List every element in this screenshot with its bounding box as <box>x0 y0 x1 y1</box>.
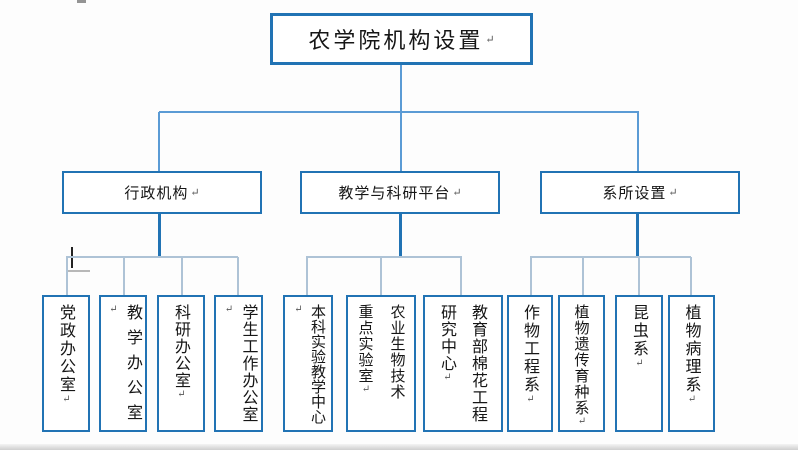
connector-branch1-drop <box>158 112 160 171</box>
leaf-label: 教育部棉花工程 研究中心↵ <box>438 304 488 423</box>
leaf-label: 农业生物技术 重点实验室↵ <box>356 304 407 400</box>
leaf-box-party-office[interactable]: 党政办公室↵ <box>42 295 90 432</box>
paragraph-mark: ↵ <box>293 304 304 315</box>
connector-branch3-drop <box>637 112 639 171</box>
branch-label: 教学与科研平台 <box>338 184 451 202</box>
paragraph-mark: ↵ <box>61 394 72 405</box>
paragraph-mark: ↵ <box>525 394 536 405</box>
connector-groupB-drop3 <box>460 257 462 295</box>
leaf-box-plant-genetics-breeding[interactable]: 植物遗传育种系↵ <box>558 295 605 432</box>
connector-groupB-horizontal <box>306 256 462 258</box>
connector-groupC-drop3 <box>638 257 640 295</box>
cursor-underline-artifact <box>68 270 90 272</box>
paragraph-mark: ↵ <box>668 186 678 199</box>
paragraph-mark: ↵ <box>176 389 187 400</box>
leaf-box-plant-pathology[interactable]: 植物病理系↵ <box>668 295 715 432</box>
connector-groupA-drop3 <box>181 257 183 295</box>
leaf-box-undergrad-teaching-center[interactable]: 本科实验教学中心↵ <box>283 295 333 432</box>
leaf-label: 教学办公室↵ <box>108 304 143 429</box>
branch-box-teaching-research[interactable]: 教学与科研平台↵ <box>300 171 500 214</box>
branch-label: 系所设置 <box>602 184 667 202</box>
paragraph-mark: ↵ <box>190 186 200 199</box>
title-box[interactable]: 农学院机构设置↵ <box>270 13 533 65</box>
connector-main-horizontal <box>159 111 639 113</box>
leaf-label: 本科实验教学中心↵ <box>293 304 327 424</box>
connector-branch1-stub <box>158 214 161 257</box>
connector-branch2-stub <box>399 214 402 257</box>
paragraph-mark: ↵ <box>686 394 698 405</box>
leaf-label: 党政办公室↵ <box>57 304 76 405</box>
connector-groupC-drop1 <box>530 257 532 295</box>
leaf-label: 学生工作办公室↵ <box>223 304 259 423</box>
paragraph-mark: ↵ <box>108 304 119 315</box>
connector-groupA-drop2 <box>123 257 125 295</box>
paragraph-mark: ↵ <box>360 384 372 395</box>
chart-title: 农学院机构设置 <box>308 29 484 54</box>
connector-groupB-drop1 <box>306 257 308 295</box>
page-bottom-edge <box>0 444 798 450</box>
leaf-box-agri-biotech-key-lab[interactable]: 农业生物技术 重点实验室↵ <box>346 295 416 432</box>
screen-edge-artifact <box>77 0 86 3</box>
leaf-label: 植物病理系↵ <box>682 304 702 405</box>
leaf-box-entomology[interactable]: 昆虫系↵ <box>615 295 663 432</box>
paragraph-mark: ↵ <box>485 32 495 46</box>
leaf-label: 昆虫系↵ <box>630 304 649 369</box>
leaf-box-teaching-office[interactable]: 教学办公室↵ <box>99 295 147 432</box>
paragraph-mark: ↵ <box>452 186 462 199</box>
connector-groupC-drop2 <box>582 257 584 295</box>
branch-box-administrative[interactable]: 行政机构↵ <box>62 171 262 214</box>
leaf-box-research-office[interactable]: 科研办公室↵ <box>157 295 205 432</box>
paragraph-mark: ↵ <box>634 358 645 369</box>
leaf-label: 科研办公室↵ <box>172 304 191 400</box>
connector-groupC-horizontal <box>530 256 691 258</box>
connector-groupA-drop1 <box>66 257 68 295</box>
connector-branch3-stub <box>636 214 639 257</box>
connector-groupB-drop2 <box>380 257 382 295</box>
connector-title-vertical <box>400 65 402 171</box>
leaf-box-cotton-engineering-center[interactable]: 教育部棉花工程 研究中心↵ <box>423 295 503 432</box>
leaf-label: 作物工程系↵ <box>521 304 540 405</box>
paragraph-mark: ↵ <box>223 304 235 315</box>
branch-label: 行政机构 <box>124 184 189 202</box>
connector-groupA-horizontal <box>66 256 238 258</box>
branch-box-departments[interactable]: 系所设置↵ <box>540 171 740 214</box>
leaf-box-crop-engineering[interactable]: 作物工程系↵ <box>507 295 553 432</box>
connector-groupA-drop4 <box>237 257 239 295</box>
paragraph-mark: ↵ <box>442 372 453 383</box>
leaf-label: 植物遗传育种系↵ <box>572 304 591 427</box>
connector-groupC-drop4 <box>690 257 692 295</box>
paragraph-mark: ↵ <box>576 416 588 427</box>
leaf-box-student-affairs-office[interactable]: 学生工作办公室↵ <box>214 295 263 432</box>
